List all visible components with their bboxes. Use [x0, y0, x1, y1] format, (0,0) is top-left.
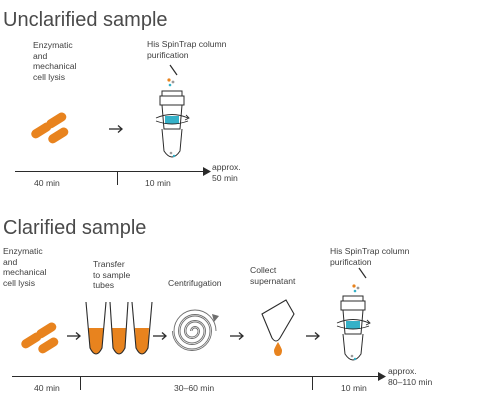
- clarified-timeline-tick: [312, 376, 313, 390]
- right-arrow-icon: [230, 332, 244, 340]
- spin-column-icon: [336, 267, 371, 361]
- sample-tubes-icon: [85, 301, 153, 355]
- clarified-timeline-tick: [80, 376, 81, 390]
- unclarified-total-time: approx. 50 min: [212, 162, 241, 183]
- unclarified-spin-label: His SpinTrap column purification: [147, 39, 227, 60]
- right-arrow-icon: [153, 332, 167, 340]
- clarified-lysis-label: Enzymatic and mechanical cell lysis: [3, 246, 47, 288]
- spin-column-icon: [155, 64, 190, 158]
- unclarified-timeline-tick: [117, 171, 118, 185]
- unclarified-time-spin: 10 min: [145, 178, 171, 188]
- right-arrow-icon: [67, 332, 81, 340]
- bacteria-cells-icon: [21, 322, 59, 354]
- clarified-time-lysis: 40 min: [34, 383, 60, 393]
- clarified-timeline-axis: [12, 376, 380, 377]
- right-arrow-icon: [109, 125, 123, 133]
- clarified-spin-label: His SpinTrap column purification: [330, 246, 410, 267]
- unclarified-timeline-axis: [15, 171, 205, 172]
- unclarified-time-lysis: 40 min: [34, 178, 60, 188]
- clarified-collect-label: Collect supernatant: [250, 265, 296, 286]
- unclarified-title: Unclarified sample: [3, 9, 168, 31]
- clarified-time-spin: 10 min: [341, 383, 367, 393]
- right-arrow-icon: [306, 332, 320, 340]
- clarified-title: Clarified sample: [3, 217, 147, 239]
- timeline-arrowhead-icon: [378, 372, 386, 381]
- clarified-transfer-label: Transfer to sample tubes: [93, 259, 131, 290]
- bacteria-cells-icon: [31, 112, 69, 144]
- unclarified-lysis-label: Enzymatic and mechanical cell lysis: [33, 40, 77, 82]
- clarified-total-time: approx. 80–110 min: [388, 366, 433, 387]
- clarified-time-centrifugation: 30–60 min: [174, 383, 215, 393]
- collect-supernatant-icon: [261, 299, 295, 356]
- clarified-centrifugation-label: Centrifugation: [168, 278, 222, 288]
- timeline-arrowhead-icon: [203, 167, 211, 176]
- centrifugation-spiral-icon: [172, 309, 219, 351]
